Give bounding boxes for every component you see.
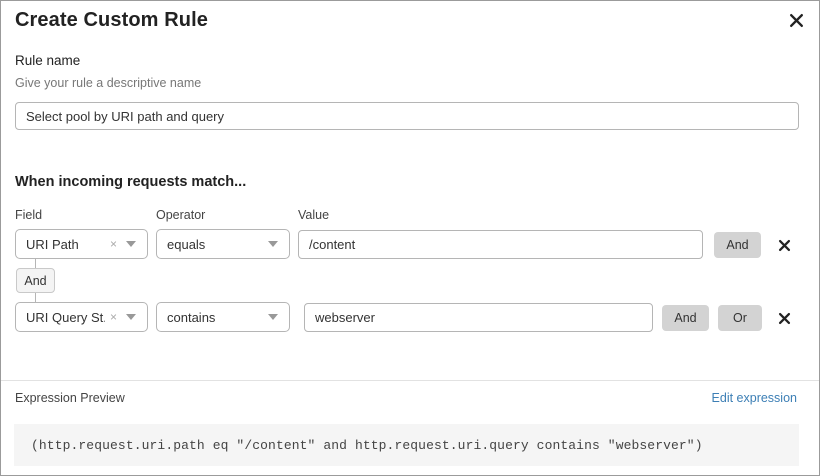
operator-select-row-2[interactable]: contains [156,302,290,332]
remove-condition-button-row-2[interactable] [773,307,795,329]
field-select-row-1-value: URI Path [26,236,79,252]
and-button-row-2[interactable]: And [662,305,709,331]
divider [1,380,819,381]
or-button-row-2[interactable]: Or [718,305,762,331]
rule-name-input[interactable] [15,102,799,130]
close-dialog-button[interactable] [783,7,809,33]
rule-name-help-text: Give your rule a descriptive name [15,76,202,90]
remove-condition-button-row-1[interactable] [773,234,795,256]
close-icon [789,13,803,27]
connector-line-top [35,259,36,269]
rule-name-label: Rule name [15,53,81,68]
chevron-down-icon [268,314,278,320]
conditions-heading: When incoming requests match... [15,174,247,190]
field-select-row-2-value: URI Query St... [26,309,105,325]
column-header-value: Value [298,208,330,222]
chevron-down-icon [268,241,278,247]
clear-icon[interactable]: × [109,237,117,251]
chevron-down-icon [126,241,136,247]
close-icon [778,239,790,251]
connector-line-bottom [35,293,36,303]
and-button-row-1[interactable]: And [714,232,761,258]
close-icon [778,312,790,324]
connector-and-badge[interactable]: And [16,268,55,293]
expression-preview-label: Expression Preview [15,391,125,405]
value-input-row-1[interactable] [298,230,703,259]
operator-select-row-1-value: equals [167,236,206,252]
edit-expression-link[interactable]: Edit expression [711,391,797,405]
clear-icon[interactable]: × [109,310,117,324]
expression-preview-box: (http.request.uri.path eq "/content" and… [14,424,799,466]
operator-select-row-2-value: contains [167,309,216,325]
operator-select-row-1[interactable]: equals [156,229,290,259]
chevron-down-icon [126,314,136,320]
column-header-field: Field [15,208,43,222]
value-input-row-2[interactable] [304,303,653,332]
field-select-row-1[interactable]: URI Path × [15,229,148,259]
page-title: Create Custom Rule [15,9,208,31]
field-select-row-2[interactable]: URI Query St... × [15,302,148,332]
expression-preview-text: (http.request.uri.path eq "/content" and… [31,437,703,453]
column-header-operator: Operator [156,208,206,222]
